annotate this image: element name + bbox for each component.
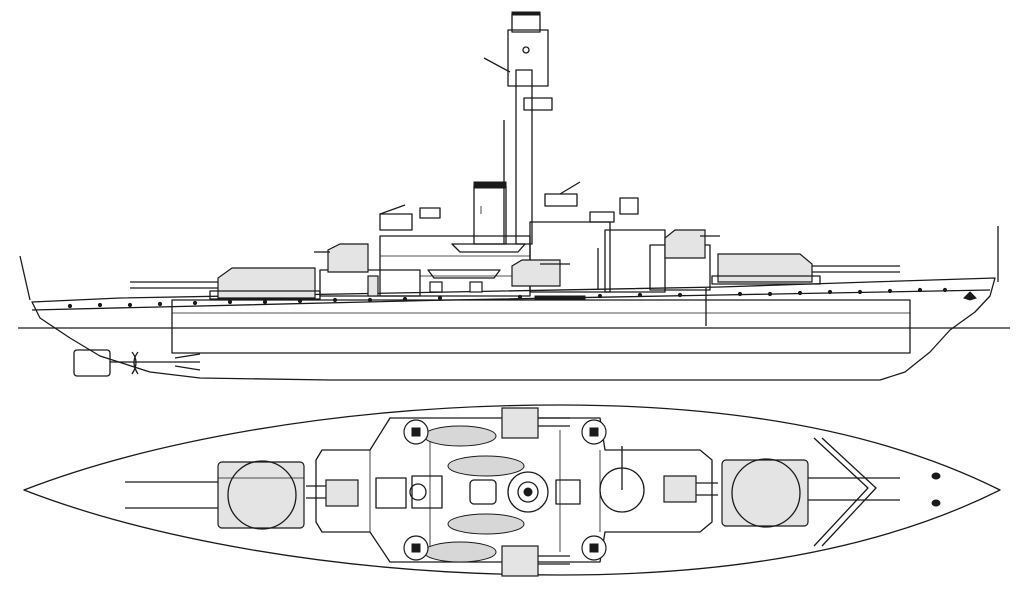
aa-guns-profile [379, 181, 639, 290]
shaft-bracket [174, 353, 201, 371]
aft-main-turret [130, 267, 321, 300]
mast-base [507, 471, 549, 513]
plan-aft-main-turret [125, 460, 305, 530]
hawse-hole-starboard [931, 499, 941, 507]
armour-belt [171, 299, 911, 354]
superstructure [319, 221, 711, 300]
profile-view [18, 11, 1010, 381]
plan-center [375, 446, 645, 513]
plan-aa-mounts [403, 419, 607, 561]
propeller [131, 351, 139, 375]
plan-hull [23, 404, 1001, 576]
profile-secondary-turrets [314, 229, 720, 287]
boats [427, 243, 526, 279]
profile-hull [31, 277, 996, 381]
breakwater-inner [821, 437, 877, 547]
funnel [473, 181, 507, 245]
anchor-icon [963, 291, 977, 301]
plan-forward-main-turret [721, 458, 900, 528]
hawse-hole-port [931, 472, 941, 480]
plan-secondary-turrets [306, 407, 718, 577]
rudder [73, 349, 111, 377]
main-mast [483, 11, 553, 245]
forward-main-turret [711, 253, 900, 285]
plan-view [23, 404, 1001, 577]
portholes [67, 287, 948, 309]
plan-boats [423, 425, 525, 563]
stern-flagstaff [19, 255, 31, 301]
breakwater [813, 437, 869, 547]
